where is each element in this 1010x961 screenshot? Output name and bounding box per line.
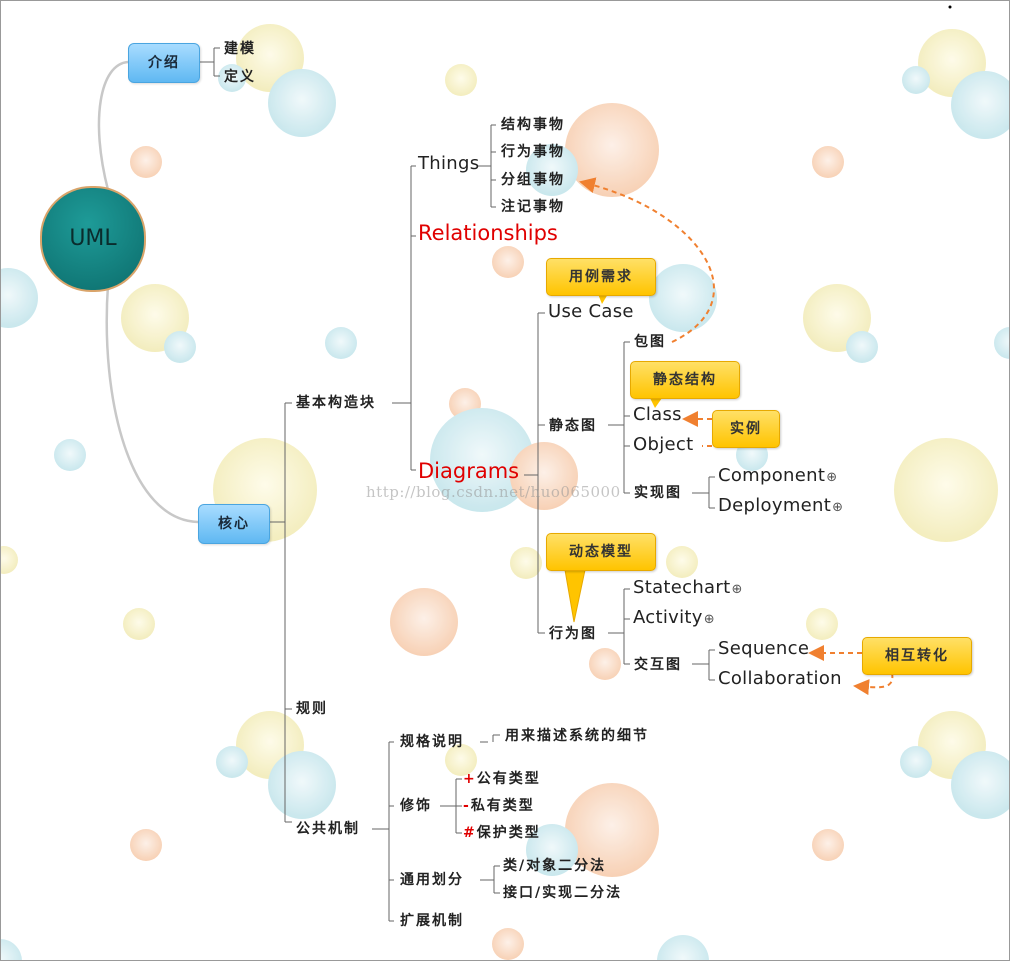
common-division-label[interactable]: 通用划分 — [400, 872, 464, 888]
things-label[interactable]: Things — [418, 153, 480, 174]
class-object-dichotomy: 类/对象二分法 — [503, 858, 607, 874]
collaboration-label: Collaboration — [718, 668, 842, 689]
specification-label[interactable]: 规格说明 — [400, 734, 464, 750]
central-topic-uml[interactable]: UML — [40, 186, 146, 292]
specification-detail: 用来描述系统的细节 — [505, 728, 649, 744]
things-item-grouping: 分组事物 — [501, 172, 565, 188]
static-structure-note: 静态结构 — [630, 361, 740, 399]
statechart-label[interactable]: Statechart⊕ — [633, 577, 743, 598]
object-label: Object — [633, 434, 694, 455]
core-node[interactable]: 核心 — [198, 504, 270, 544]
watermark: http://blog.csdn.net/huo065000 — [366, 483, 621, 501]
adornment-label[interactable]: 修饰 — [400, 798, 432, 814]
behavior-diagram-label[interactable]: 行为图 — [549, 626, 597, 642]
use-case-label[interactable]: Use Case — [548, 301, 634, 322]
private-type: -私有类型 — [463, 798, 535, 814]
things-item-annotational: 注记事物 — [501, 199, 565, 215]
extension-mechanism-label[interactable]: 扩展机制 — [400, 913, 464, 929]
mutual-conversion-note: 相互转化 — [862, 637, 972, 675]
diagrams-label[interactable]: Diagrams — [418, 459, 520, 483]
intro-item-definition: 定义 — [224, 69, 256, 85]
intro-item-modeling: 建模 — [224, 41, 256, 57]
note-tail — [598, 294, 608, 304]
deployment-label[interactable]: Deployment⊕ — [718, 495, 844, 516]
instance-note: 实例 — [712, 410, 780, 448]
expand-plus-icon[interactable]: ⊕ — [826, 470, 838, 485]
expand-plus-icon[interactable]: ⊕ — [703, 612, 715, 627]
common-mechanism-label[interactable]: 公共机制 — [296, 821, 360, 837]
things-item-behavioral: 行为事物 — [501, 144, 565, 160]
public-type: +公有类型 — [463, 771, 541, 787]
intro-node[interactable]: 介绍 — [128, 43, 200, 83]
expand-plus-icon[interactable]: ⊕ — [832, 500, 844, 515]
interface-implementation-dichotomy: 接口/实现二分法 — [503, 885, 623, 901]
implementation-diagram-label[interactable]: 实现图 — [634, 485, 682, 501]
dynamic-model-note: 动态模型 — [546, 533, 656, 571]
relationships-label[interactable]: Relationships — [418, 221, 558, 245]
package-diagram-label: 包图 — [634, 334, 666, 350]
rules-label[interactable]: 规则 — [296, 701, 328, 717]
use-case-note: 用例需求 — [546, 258, 656, 296]
building-blocks-label[interactable]: 基本构造块 — [296, 395, 376, 411]
interaction-diagram-label[interactable]: 交互图 — [634, 657, 682, 673]
component-label[interactable]: Component⊕ — [718, 465, 838, 486]
sequence-label: Sequence — [718, 638, 810, 659]
expand-plus-icon[interactable]: ⊕ — [731, 582, 743, 597]
protected-type: #保护类型 — [463, 825, 541, 841]
things-item-structural: 结构事物 — [501, 117, 565, 133]
activity-label[interactable]: Activity⊕ — [633, 607, 715, 628]
note-tail — [650, 398, 662, 408]
note-tail — [564, 569, 586, 623]
static-diagram-label[interactable]: 静态图 — [549, 418, 597, 434]
class-label: Class — [633, 404, 682, 425]
